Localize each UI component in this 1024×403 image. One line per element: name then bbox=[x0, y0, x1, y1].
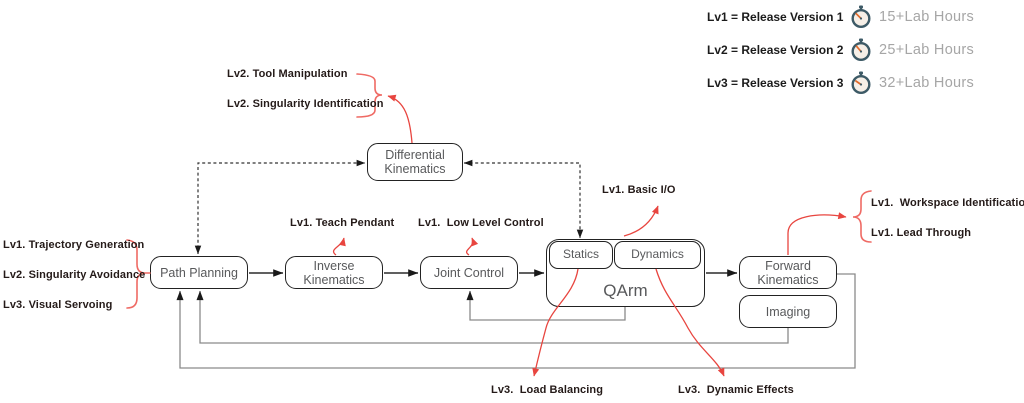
dashed-link-diffkinematics-pathplanning bbox=[194, 159, 366, 255]
annotation-workspace-identification: Lv1. Workspace Identification bbox=[871, 197, 1024, 209]
annotation-trajectory-generation: Lv1. Trajectory Generation bbox=[3, 239, 145, 251]
annotation-low-level-control: Lv1. Low Level Control bbox=[418, 217, 544, 229]
node-label: Joint Control bbox=[433, 265, 505, 280]
stopwatch-icon bbox=[850, 71, 872, 95]
node-imaging: Imaging bbox=[739, 295, 837, 328]
annotation-teach-pendant: Lv1. Teach Pendant bbox=[290, 217, 395, 229]
annotation-singularity-identification: Lv2. Singularity Identification bbox=[227, 98, 384, 110]
node-label: Inverse Kinematics bbox=[303, 258, 365, 287]
red-arrow-basic-io bbox=[623, 205, 659, 237]
brace-diffkinematics-levels bbox=[356, 73, 383, 118]
annotation-lead-through: Lv1. Lead Through bbox=[871, 227, 972, 239]
legend-row-lv3: Lv3 = Release Version 3 32+Lab Hours bbox=[707, 71, 974, 95]
red-arrow-diffkinematics-to-brace bbox=[387, 94, 413, 144]
annotation-basic-io: Lv1. Basic I/O bbox=[602, 184, 676, 196]
node-statics: Statics bbox=[549, 241, 613, 269]
red-arrow-teach-pendant bbox=[332, 237, 346, 256]
node-path-planning: Path Planning bbox=[150, 256, 248, 289]
red-arrow-low-level-control bbox=[466, 237, 479, 256]
brace-forwardkinematics-levels bbox=[852, 190, 872, 243]
annotation-load-balancing: Lv3. Load Balancing bbox=[491, 384, 604, 396]
node-label: Forward Kinematics bbox=[757, 258, 819, 287]
node-label: Imaging bbox=[765, 304, 811, 319]
node-differential-kinematics: Differential Kinematics bbox=[367, 143, 463, 181]
annotation-tool-manipulation: Lv2. Tool Manipulation bbox=[227, 68, 348, 80]
node-inverse-kinematics: Inverse Kinematics bbox=[285, 256, 383, 289]
legend-label-lv1: Lv1 = Release Version 1 bbox=[707, 10, 844, 24]
legend-row-lv1: Lv1 = Release Version 1 15+Lab Hours bbox=[707, 5, 974, 29]
stopwatch-icon bbox=[850, 38, 872, 62]
annotation-visual-servoing: Lv3. Visual Servoing bbox=[3, 299, 113, 311]
node-label-qarm: QArm bbox=[603, 280, 648, 300]
red-arrow-forwardkinematics-to-brace bbox=[787, 212, 847, 255]
legend-label-lv3: Lv3 = Release Version 3 bbox=[707, 76, 844, 90]
node-label: Statics bbox=[562, 247, 599, 262]
legend-hours-lv2: 25+Lab Hours bbox=[879, 42, 975, 58]
legend-row-lv2: Lv2 = Release Version 2 25+Lab Hours bbox=[707, 38, 974, 62]
node-label: Differential Kinematics bbox=[384, 148, 446, 176]
node-label: Dynamics bbox=[631, 247, 684, 262]
legend-label-lv2: Lv2 = Release Version 2 bbox=[707, 43, 844, 57]
node-forward-kinematics: Forward Kinematics bbox=[739, 256, 837, 289]
node-qarm: Statics Dynamics QArm bbox=[546, 239, 705, 307]
stopwatch-icon bbox=[850, 5, 872, 29]
node-dynamics: Dynamics bbox=[614, 241, 701, 269]
annotation-dynamic-effects: Lv3. Dynamic Effects bbox=[678, 384, 794, 396]
legend-hours-lv1: 15+Lab Hours bbox=[879, 9, 975, 25]
annotation-singularity-avoidance: Lv2. Singularity Avoidance bbox=[3, 269, 146, 281]
node-joint-control: Joint Control bbox=[420, 256, 518, 289]
node-label: Path Planning bbox=[160, 265, 238, 280]
legend-hours-lv3: 32+Lab Hours bbox=[879, 75, 975, 91]
